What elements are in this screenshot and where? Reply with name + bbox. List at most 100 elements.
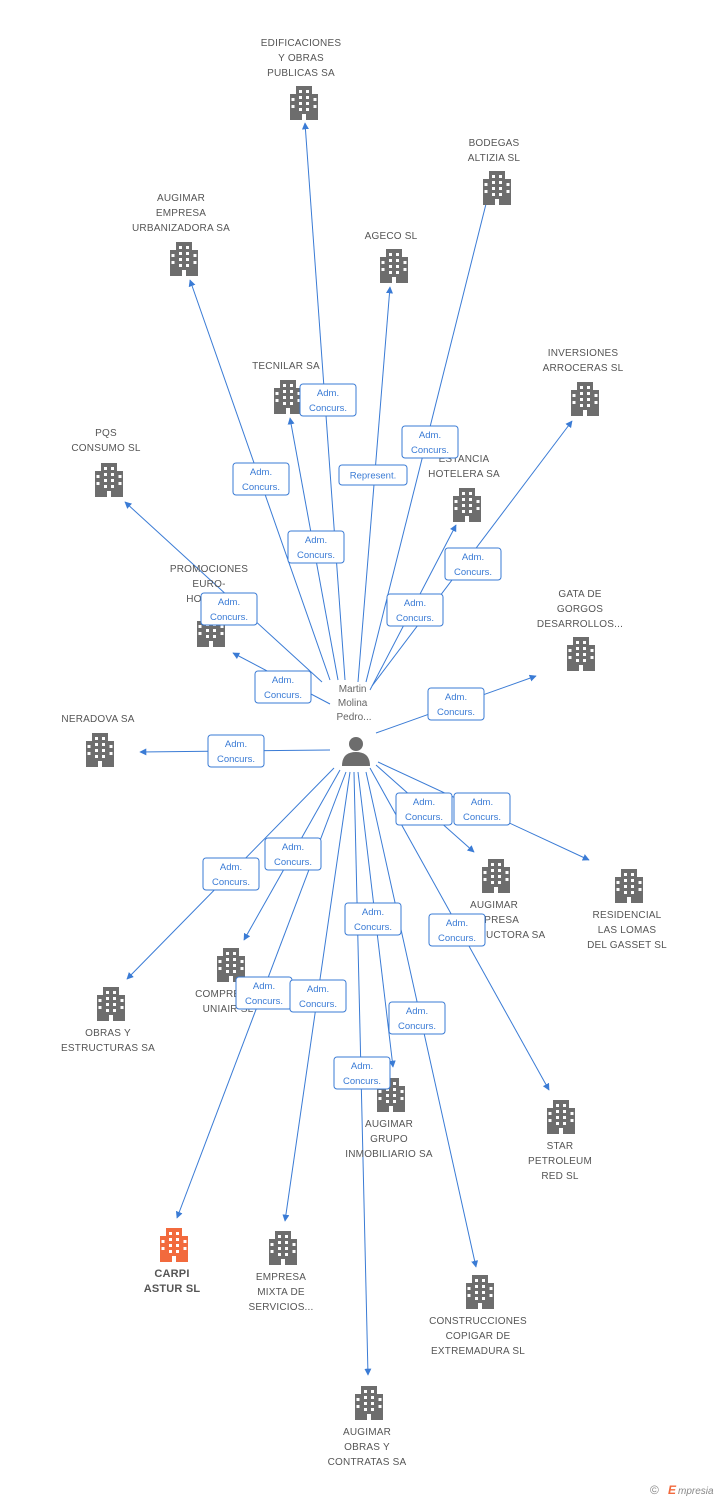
relation-label-box <box>401 425 459 459</box>
person-node[interactable]: Martin Molina Pedro... <box>336 684 372 766</box>
relation-label-augimar-grupo[interactable]: Adm.Concurs. <box>344 902 402 936</box>
relation-label-neradova[interactable]: Adm.Concurs. <box>207 734 265 768</box>
relation-label-residencial[interactable]: Adm.Concurs. <box>453 792 511 826</box>
company-label-line: INMOBILIARIO SA <box>345 1149 433 1160</box>
relation-label-box <box>444 547 502 581</box>
relation-label-line: Adm. <box>253 981 275 992</box>
company-label-line: CONSTRUCTORA SA <box>443 930 546 941</box>
relation-label-box <box>287 530 345 564</box>
relation-label-line: Concurs. <box>297 550 335 561</box>
relation-label-box <box>232 462 290 496</box>
relation-label-box <box>299 383 357 417</box>
relation-label-compre[interactable]: Adm.Concurs. <box>264 837 322 871</box>
company-label-line: EMPRESA <box>469 915 519 926</box>
relation-label-line: Concurs. <box>309 403 347 414</box>
relation-label-bodegas[interactable]: Adm.Concurs. <box>401 425 459 459</box>
relation-label-obras[interactable]: Adm.Concurs. <box>202 857 260 891</box>
company-node-neradova[interactable]: NERADOVA SA <box>61 714 134 767</box>
relation-label-text: Adm.Concurs. <box>212 862 250 888</box>
company-label: CARPI ASTUR SL <box>144 1268 201 1295</box>
relation-label-estancia[interactable]: Adm.Concurs. <box>386 593 444 627</box>
company-label-line: CONTRATAS SA <box>328 1457 407 1468</box>
relation-label-line: Adm. <box>462 552 484 563</box>
company-node-bodegas[interactable]: BODEGAS ALTIZIA SL <box>468 138 521 205</box>
relation-label-construcciones[interactable]: Adm.Concurs. <box>388 1001 446 1035</box>
company-label-line: ASTUR SL <box>144 1283 201 1295</box>
building-icon <box>97 987 125 1021</box>
relation-label-line: Adm. <box>250 467 272 478</box>
relation-label-box <box>395 792 453 826</box>
relation-label-box <box>386 593 444 627</box>
company-node-inversiones[interactable]: INVERSIONES ARROCERAS SL <box>543 348 624 416</box>
company-label: TECNILAR SA <box>252 361 320 372</box>
company-label-line: GRUPO <box>370 1134 408 1145</box>
relation-label-text: Adm.Concurs. <box>411 430 449 456</box>
company-node-ageco[interactable]: AGECO SL <box>365 231 418 283</box>
relation-label-line: Concurs. <box>405 812 443 823</box>
footer-brand[interactable]: © E mpresia <box>650 1483 714 1497</box>
relation-label-edificaciones[interactable]: Adm. Concurs. <box>299 383 357 417</box>
relation-label-augimar-obras[interactable]: Adm.Concurs. <box>333 1056 391 1090</box>
relation-label-line: Adm. <box>351 1061 373 1072</box>
relation-label-box <box>254 670 312 704</box>
company-label-line: OBRAS Y <box>344 1442 390 1453</box>
relation-label-augimar-urbanizadora[interactable]: Adm. Concurs. <box>232 462 290 496</box>
relation-label-carpi[interactable]: Adm.Concurs. <box>235 976 293 1010</box>
relation-label-text: Adm.Concurs. <box>437 692 475 718</box>
copyright-symbol: © <box>650 1483 659 1497</box>
building-icon <box>290 86 318 120</box>
company-label-line: LAS LOMAS <box>598 925 657 936</box>
relation-label-line: Adm. <box>317 388 339 399</box>
relation-label-empresa-mixta[interactable]: Adm.Concurs. <box>289 979 347 1013</box>
company-label-line: CONSUMO SL <box>71 443 140 454</box>
company-node-augimar-constructora[interactable]: AUGIMAR EMPRESA CONSTRUCTORA SA <box>443 859 546 941</box>
relation-label-box <box>453 792 511 826</box>
relation-label-line: Concurs. <box>242 482 280 493</box>
relation-label-promociones[interactable]: Adm.Concurs. <box>254 670 312 704</box>
relation-label-text: Adm.Concurs. <box>217 739 255 765</box>
brand-name: mpresia <box>678 1486 714 1497</box>
relation-label-pqs[interactable]: Adm.Concurs. <box>200 592 258 626</box>
company-label-line: AUGIMAR <box>470 900 518 911</box>
relation-label-inversiones[interactable]: Adm.Concurs. <box>444 547 502 581</box>
relation-label-box <box>388 1001 446 1035</box>
relation-label-ageco[interactable]: Represent. <box>338 464 408 486</box>
building-icon <box>483 171 511 205</box>
company-node-tecnilar[interactable]: TECNILAR SA <box>252 361 320 414</box>
relation-label-line: Concurs. <box>396 613 434 624</box>
company-label: AGECO SL <box>365 231 418 242</box>
company-label-line: CARPI <box>154 1268 189 1280</box>
company-label-line: ALTIZIA SL <box>468 153 521 164</box>
relation-label-tecnilar[interactable]: Adm.Concurs. <box>287 530 345 564</box>
relation-label-gata[interactable]: Adm.Concurs. <box>427 687 485 721</box>
relation-label-line: Adm. <box>272 675 294 686</box>
company-label-line: BODEGAS <box>469 138 520 149</box>
company-node-carpi[interactable]: CARPI ASTUR SL <box>144 1228 201 1295</box>
relation-label-text: Adm.Concurs. <box>438 918 476 944</box>
company-label-line: INVERSIONES <box>548 348 619 359</box>
building-icon <box>466 1275 494 1309</box>
company-label-line: PUBLICAS SA <box>267 68 335 79</box>
relation-label-augimar-constructora[interactable]: Adm.Concurs. <box>395 792 453 826</box>
relation-label-star[interactable]: Adm.Concurs. <box>428 913 486 947</box>
building-icon <box>160 1228 188 1262</box>
company-label-line: ARROCERAS SL <box>543 363 624 374</box>
relation-label-line: Adm. <box>406 1006 428 1017</box>
company-label-line: PROMOCIONES <box>170 564 248 575</box>
relation-label-text: Adm.Concurs. <box>354 907 392 933</box>
